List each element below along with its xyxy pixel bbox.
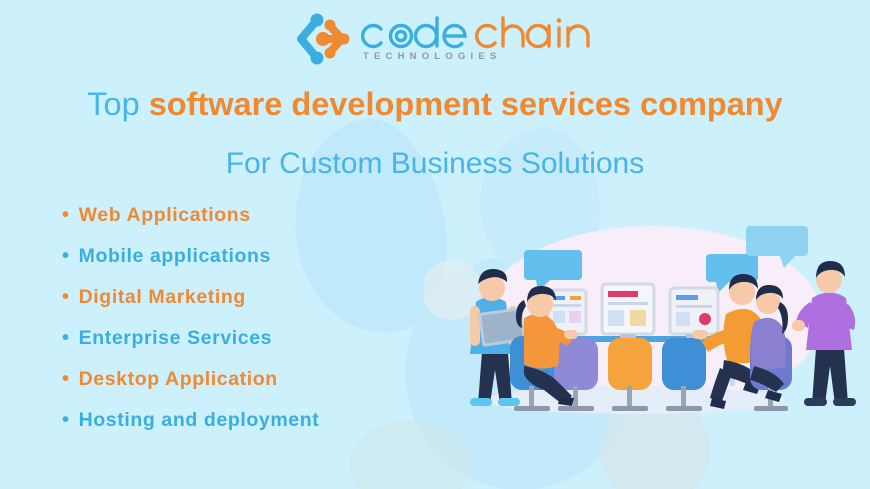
brand-logo: TECHNOLOGIES xyxy=(287,12,590,74)
illustration-canvas xyxy=(424,226,856,414)
bullet-icon: • xyxy=(62,245,70,267)
background-blob-gray-left xyxy=(350,420,470,489)
list-item: • Web Applications xyxy=(62,204,319,245)
list-item: • Mobile applications xyxy=(62,245,319,286)
list-item: • Digital Marketing xyxy=(62,286,319,327)
list-item-label: Hosting and deployment xyxy=(78,409,320,431)
headline-emphasis: software development services company xyxy=(148,86,783,122)
person-seated-violet-top xyxy=(750,285,792,411)
person-standing-purple-shirt xyxy=(792,261,856,406)
bullet-icon: • xyxy=(62,286,70,308)
person-seated-orange-top xyxy=(510,286,578,411)
speech-bubble-icon xyxy=(746,226,808,268)
list-item-label: Web Applications xyxy=(78,204,251,226)
page-subtitle: For Custom Business Solutions xyxy=(225,147,645,180)
services-list: • Web Applications • Mobile applications… xyxy=(62,204,319,450)
page-title: Top software development services compan… xyxy=(0,84,870,124)
list-item-label: Digital Marketing xyxy=(78,286,246,308)
headline-lead: Top xyxy=(87,86,149,122)
bullet-icon: • xyxy=(62,204,70,226)
office-chair xyxy=(662,338,706,411)
bullet-icon: • xyxy=(62,327,70,349)
team-collaboration-office-illustration xyxy=(424,218,870,428)
person-standing-with-laptop xyxy=(470,268,526,406)
bullet-icon: • xyxy=(62,368,70,390)
logo-tagline: TECHNOLOGIES xyxy=(363,51,502,62)
list-item-label: Mobile applications xyxy=(78,245,271,267)
logo-text-block: TECHNOLOGIES xyxy=(359,12,591,62)
list-item: • Hosting and deployment xyxy=(62,409,319,450)
office-chair xyxy=(554,338,598,411)
list-item: • Desktop Application xyxy=(62,368,319,409)
monitor-screen xyxy=(600,282,656,342)
list-item-label: Desktop Application xyxy=(78,368,278,390)
codechain-node-arrow-mark xyxy=(297,13,350,65)
list-item: • Enterprise Services xyxy=(62,327,319,368)
bullet-icon: • xyxy=(62,409,70,431)
office-chair xyxy=(608,338,652,411)
codechain-wordmark xyxy=(361,16,590,49)
list-item-label: Enterprise Services xyxy=(78,327,273,349)
